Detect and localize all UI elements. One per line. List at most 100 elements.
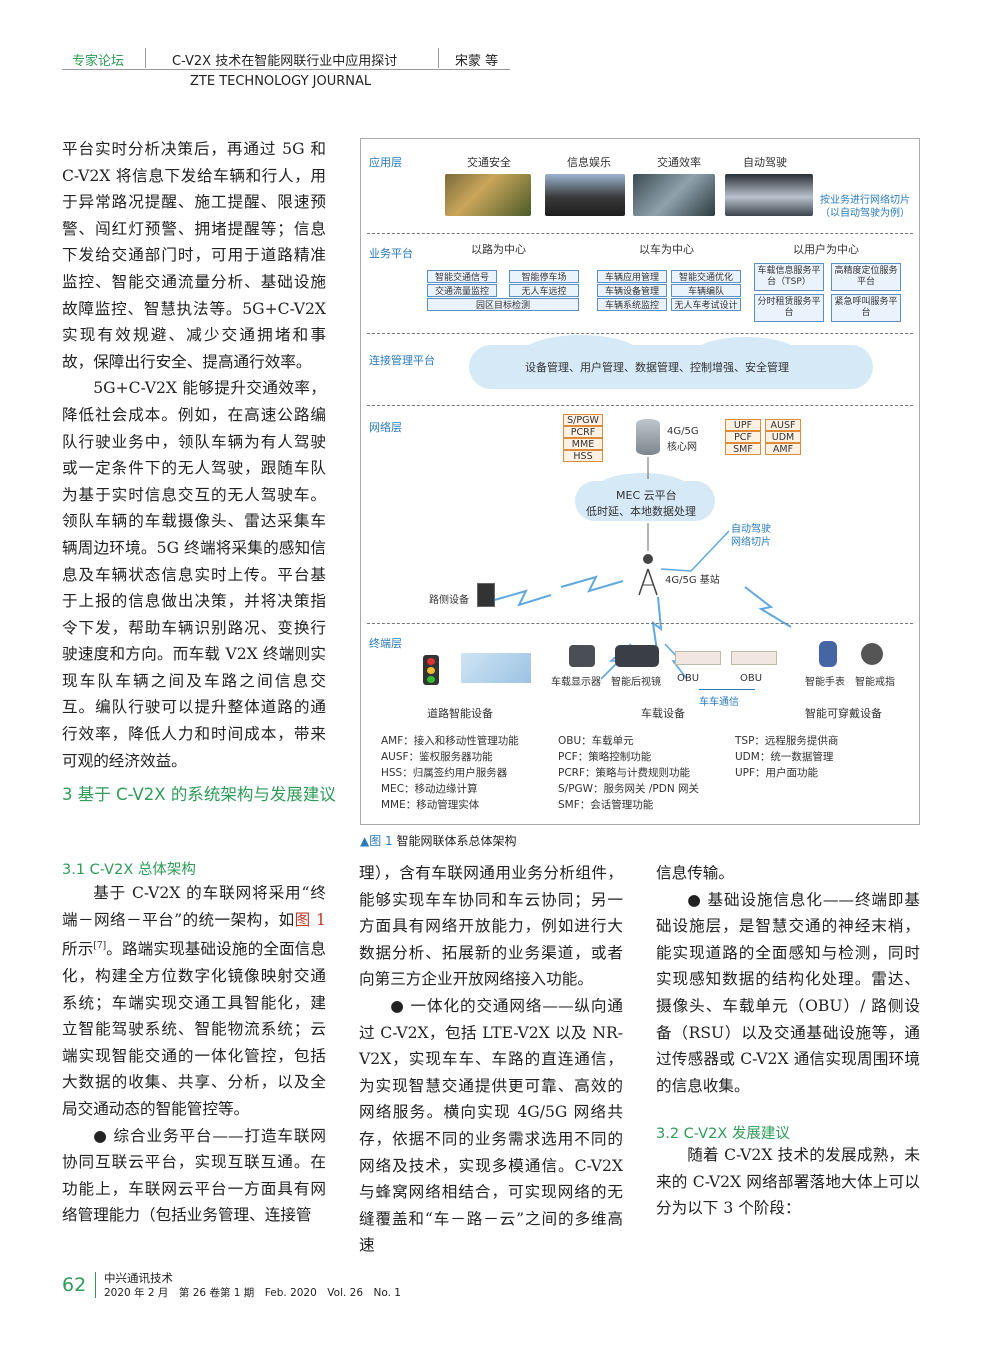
layer-divider bbox=[367, 623, 913, 624]
terminal-item: 智能后视镜 bbox=[611, 677, 661, 688]
app-item: 交通效率 bbox=[657, 156, 701, 169]
car-display-icon bbox=[569, 645, 595, 667]
paragraph: 随着 C-V2X 技术的发展成熟，未来的 C-V2X 网络部署落地大体上可以分为… bbox=[656, 1146, 920, 1218]
terminal-item: 智能戒指 bbox=[855, 677, 895, 688]
car-cell: 车辆设备管理 bbox=[597, 284, 667, 297]
core-function: AUSF bbox=[765, 419, 801, 431]
mec-cloud-bump bbox=[595, 473, 691, 507]
traffic-light-yellow bbox=[427, 667, 435, 674]
legend-entry: AMF：接入和移动性管理功能 bbox=[381, 735, 519, 747]
obu-device-icon bbox=[731, 651, 777, 665]
ad-slice-label: 网络切片 bbox=[731, 537, 771, 548]
road-cell: 交通流量监控 bbox=[427, 284, 497, 297]
text-run: 。路端实现基础设施的全面信息化，构建全方位数字化镜像映射交通系统；车端实现交通工… bbox=[62, 940, 326, 1118]
road-cell: 智能停车场 bbox=[509, 270, 579, 283]
traffic-safety-photo bbox=[445, 174, 531, 216]
road-cell: 智能交通信号 bbox=[427, 270, 497, 283]
network-lines bbox=[490, 457, 792, 680]
traffic-efficiency-photo bbox=[633, 174, 715, 216]
paragraph: 平台实时分析决策后，再通过 5G 和 C-V2X 将信息下发给车辆和行人，用于异… bbox=[62, 140, 326, 371]
terminal-group: 智能可穿戴设备 bbox=[805, 707, 882, 720]
core-label: 核心网 bbox=[667, 442, 697, 453]
biz-group-title: 以路为中心 bbox=[471, 243, 526, 256]
citation-ref[interactable]: [7] bbox=[93, 941, 107, 952]
running-title: C-V2X 技术在智能网联行业中应用探讨 bbox=[172, 54, 398, 69]
conn-cloud-bump bbox=[691, 337, 801, 375]
figure-ref-link[interactable]: 图 1 bbox=[294, 910, 326, 929]
traffic-light-red bbox=[427, 658, 435, 665]
car-cell: 无人车考试设计 bbox=[671, 298, 741, 311]
layer-label-net: 网络层 bbox=[369, 421, 402, 434]
core-function: UPF bbox=[725, 419, 761, 431]
core-label: 4G/5G bbox=[667, 426, 699, 437]
paragraph: ● 综合业务平台——打造车联网协同互联云平台，实现互联互通。在功能上，车联网云平… bbox=[62, 1126, 326, 1225]
page-number: 62 bbox=[62, 1274, 87, 1296]
conn-cloud-bump bbox=[521, 335, 641, 375]
road-camera-photo bbox=[461, 653, 531, 683]
legend-entry: UDM：统一数据管理 bbox=[735, 751, 834, 763]
rsu-label: 路侧设备 bbox=[429, 595, 469, 606]
legend-entry: MEC：移动边缘计算 bbox=[381, 783, 478, 795]
base-station-label: 4G/5G 基站 bbox=[665, 575, 720, 586]
legend-column-3: TSP：远程服务提供商 UDM：统一数据管理 UPF：用户面功能 bbox=[735, 733, 838, 781]
user-cell: 分时租赁服务平台 bbox=[754, 294, 824, 322]
terminal-item: 车载显示器 bbox=[551, 677, 601, 688]
layer-divider bbox=[367, 405, 913, 406]
core-function: AMF bbox=[765, 443, 801, 455]
terminal-group: 车载设备 bbox=[641, 707, 685, 720]
column-2: 理），含有车联网通用业务分析组件，能够实现车车协同和车云协同；另一方面具有网络开… bbox=[359, 860, 623, 1259]
terminal-group: 道路智能设备 bbox=[427, 707, 493, 720]
subsection-heading: 3.2 C-V2X 发展建议 bbox=[656, 1126, 790, 1142]
smart-ring-icon bbox=[861, 643, 883, 665]
legend-entry: TSP：远程服务提供商 bbox=[735, 735, 839, 747]
app-item: 自动驾驶 bbox=[743, 156, 787, 169]
legend-entry: OBU：车载单元 bbox=[558, 735, 634, 747]
legend-entry: S/PGW：服务网关 /PDN 网关 bbox=[558, 783, 700, 795]
ad-slice-label: 自动驾驶 bbox=[731, 524, 771, 535]
layer-label-conn: 连接管理平台 bbox=[369, 354, 435, 367]
paragraph: 理），含有车联网通用业务分析组件，能够实现车车协同和车云协同；另一方面具有网络开… bbox=[359, 864, 623, 989]
journal-name: ZTE TECHNOLOGY JOURNAL bbox=[190, 74, 372, 89]
car-cell: 智能交通优化 bbox=[671, 270, 741, 283]
user-cell: 车载信息服务平台（TSP） bbox=[754, 263, 824, 291]
core-function: UDM bbox=[765, 431, 801, 443]
core-function: S/PGW bbox=[563, 414, 603, 426]
smart-mirror-icon bbox=[615, 645, 659, 667]
caption-text: 智能网联体系总体架构 bbox=[396, 834, 517, 848]
app-item: 交通安全 bbox=[467, 156, 511, 169]
layer-divider bbox=[367, 333, 913, 334]
header-divider bbox=[145, 48, 146, 68]
legend-column-1: AMF：接入和移动性管理功能 AUSF：鉴权服务器功能 HSS：归属签约用户服务… bbox=[381, 733, 519, 813]
paragraph: ● 基础设施信息化——终端即基础设施层，是智慧交通的神经末梢，能实现道路的全面感… bbox=[656, 890, 920, 1095]
car-cell: 车辆系统监控 bbox=[597, 298, 667, 311]
header-divider bbox=[438, 48, 439, 68]
core-function: MME bbox=[563, 438, 603, 450]
text-run: 所示 bbox=[62, 940, 94, 959]
slice-note: 按业务进行网络切片 bbox=[820, 195, 910, 206]
core-function: HSS bbox=[563, 450, 603, 462]
header-rule bbox=[62, 69, 510, 70]
column-3-bottom: 随着 C-V2X 技术的发展成熟，未来的 C-V2X 网络部署落地大体上可以分为… bbox=[656, 1142, 920, 1222]
rsu-device-icon bbox=[477, 583, 495, 607]
obu-device-icon bbox=[675, 651, 721, 665]
footer-divider bbox=[95, 1272, 96, 1298]
paragraph: 基于 C-V2X 的车联网将采用“终端－网络－平台”的统一架构，如图 1所示[7… bbox=[62, 880, 326, 1123]
user-cell: 紧急呼叫服务平台 bbox=[831, 294, 901, 322]
legend-column-2: OBU：车载单元 PCF：策略控制功能 PCRF：策略与计费规则功能 S/PGW… bbox=[558, 733, 699, 813]
legend-entry: MME：移动管理实体 bbox=[381, 799, 480, 811]
slice-note: （以自动驾驶为例） bbox=[820, 208, 910, 219]
figure-caption: ▲图 1 智能网联体系总体架构 bbox=[360, 832, 517, 849]
legend-entry: SMF：会话管理功能 bbox=[558, 799, 654, 811]
caption-mark: ▲图 1 bbox=[360, 834, 393, 848]
column-3: 信息传输。 ● 基础设施信息化——终端即基础设施层，是智慧交通的神经末梢，能实现… bbox=[656, 860, 920, 1099]
v2v-label: 车车通信 bbox=[699, 697, 739, 708]
legend-entry: AUSF：鉴权服务器功能 bbox=[381, 751, 493, 763]
core-function: PCRF bbox=[563, 426, 603, 438]
paragraph: 信息传输。 bbox=[656, 864, 734, 882]
core-function: PCF bbox=[725, 431, 761, 443]
architecture-figure: 应用层 交通安全 信息娱乐 交通效率 自动驾驶 按业务进行网络切片 （以自动驾驶… bbox=[360, 138, 920, 825]
traffic-light-green bbox=[427, 676, 435, 683]
road-cell: 园区目标检测 bbox=[427, 298, 579, 311]
footer-issue: 2020 年 2 月 第 26 卷第 1 期 Feb. 2020 Vol. 26… bbox=[104, 1287, 401, 1299]
conn-text: 设备管理、用户管理、数据管理、控制增强、安全管理 bbox=[525, 361, 789, 374]
